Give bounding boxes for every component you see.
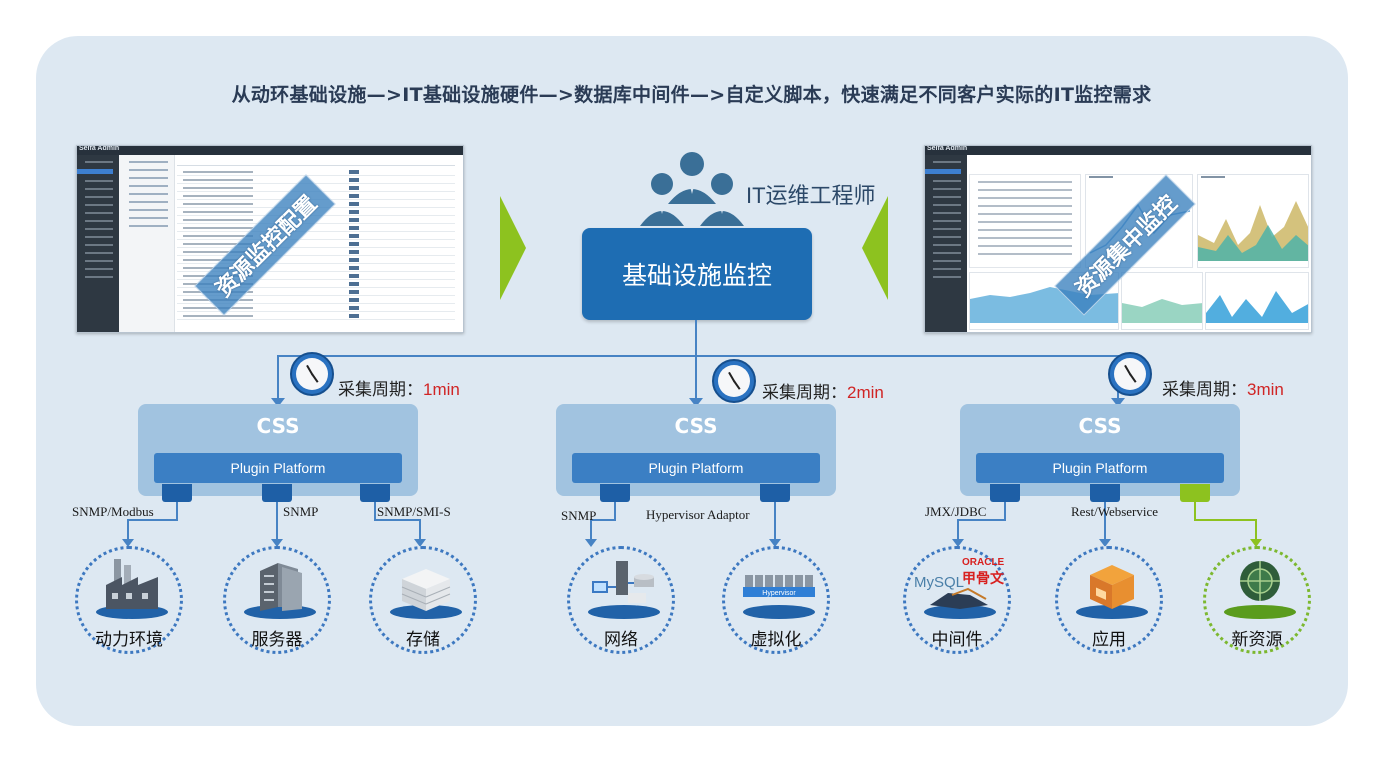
protocol-label: Rest/Webservice	[1071, 504, 1159, 519]
cycle-value: 1min	[423, 380, 460, 399]
storage-icon	[401, 569, 451, 611]
resource-label: 网络	[604, 630, 638, 649]
plugin-label: Plugin Platform	[648, 460, 744, 476]
protocol-label: JMX/JDBC	[925, 504, 987, 519]
css-label: CSS	[256, 414, 300, 438]
plugin-platform: Plugin Platform	[154, 453, 402, 483]
core-label: 基础设施监控	[621, 262, 772, 290]
clock-icon	[290, 352, 334, 396]
platform-base	[924, 605, 996, 619]
cycle-label: 采集周期：	[338, 380, 423, 399]
plugin-port	[360, 484, 390, 502]
resource-middleware: MySQL ORACLE 甲骨文 中间件	[903, 546, 1011, 654]
dashboard-chart-e	[1206, 291, 1308, 323]
resource-label: 中间件	[931, 630, 983, 649]
clock-icon	[1108, 352, 1152, 396]
drop-line-2	[695, 355, 697, 405]
resource-new: 新资源	[1203, 546, 1311, 654]
cycle-label: 采集周期：	[1162, 380, 1247, 399]
plugin-port-extension	[1180, 484, 1210, 502]
platform-base	[743, 605, 815, 619]
factory-icon	[106, 559, 158, 609]
platform-base	[1076, 605, 1148, 619]
resource-label: 应用	[1092, 630, 1126, 649]
oracle-logo-text: ORACLE	[962, 557, 1005, 568]
protocol-label: SNMP/SMI-S	[377, 504, 451, 519]
arrowhead-1	[271, 398, 285, 407]
dashboard-chart-b	[1198, 201, 1308, 261]
hypervisor-text: Hypervisor	[762, 590, 796, 597]
drop-line-1	[277, 355, 279, 405]
plugin-label: Plugin Platform	[1052, 460, 1148, 476]
cycle-1: 采集周期：1min	[338, 375, 460, 400]
plugin-port	[262, 484, 292, 502]
css-label: CSS	[1078, 414, 1122, 438]
css-box-3: CSS Plugin Platform	[960, 404, 1240, 496]
resource-server: 服务器	[223, 546, 331, 654]
cycle-value: 2min	[847, 383, 884, 402]
resource-label: 虚拟化	[750, 630, 802, 649]
resource-virtualization: Hypervisor 虚拟化	[722, 546, 830, 654]
jiaxiangwen-logo-text: 甲骨文	[962, 570, 1005, 587]
protocol-label: SNMP	[283, 504, 319, 519]
plugin-port	[1090, 484, 1120, 502]
cycle-value: 3min	[1247, 380, 1284, 399]
plugin-port	[990, 484, 1020, 502]
css-box-1: CSS Plugin Platform	[138, 404, 418, 496]
cycle-label: 采集周期：	[762, 383, 847, 402]
left-green-arrow	[500, 196, 526, 300]
infrastructure-monitoring-box: 基础设施监控	[582, 228, 812, 320]
cycle-3: 采集周期：3min	[1162, 375, 1284, 400]
mysql-logo-text: MySQL	[914, 574, 964, 591]
arrowhead-3	[1111, 398, 1125, 407]
plugin-port	[162, 484, 192, 502]
hypervisor-icon: Hypervisor	[743, 575, 815, 597]
css-box-2: CSS Plugin Platform	[556, 404, 836, 496]
headline: 从动环基础设施—>IT基础设施硬件—>数据库中间件—>自定义脚本，快速满足不同客…	[231, 84, 1152, 106]
platform-base	[1224, 605, 1296, 619]
clock-icon	[712, 359, 756, 403]
resource-storage: 存储	[369, 546, 477, 654]
resource-label: 动力环境	[95, 630, 163, 649]
resource-label: 服务器	[251, 630, 303, 649]
plugin-platform: Plugin Platform	[572, 453, 820, 483]
server-icon	[260, 563, 302, 611]
database-logos-icon: MySQL ORACLE 甲骨文	[914, 557, 1005, 609]
resource-label: 存储	[406, 630, 440, 649]
resource-label: 新资源	[1231, 630, 1283, 649]
network-icon	[592, 561, 654, 603]
engineer-icon	[640, 152, 744, 226]
arrowhead-2	[689, 398, 703, 407]
plugin-platform: Plugin Platform	[976, 453, 1224, 483]
resource-network: 网络	[567, 546, 675, 654]
plugin-label: Plugin Platform	[230, 460, 326, 476]
cycle-2: 采集周期：2min	[762, 378, 884, 403]
right-green-arrow	[862, 196, 888, 300]
protocol-label: SNMP/Modbus	[72, 504, 154, 519]
new-resource-globe-icon	[1240, 561, 1280, 601]
distribution-bus	[277, 355, 1119, 357]
protocol-label: Hypervisor Adaptor	[646, 507, 750, 522]
css-label: CSS	[674, 414, 718, 438]
plugin-port	[760, 484, 790, 502]
engineer-label: IT运维工程师	[746, 183, 876, 208]
protocol-label: SNMP	[561, 508, 597, 523]
plugin-port	[600, 484, 630, 502]
resource-application: 应用	[1055, 546, 1163, 654]
dashboard-chart-d	[1122, 299, 1202, 323]
platform-base	[390, 605, 462, 619]
platform-base	[588, 605, 660, 619]
application-box-icon	[1090, 565, 1134, 609]
resource-power-environment: 动力环境	[75, 546, 183, 654]
core-down-line	[695, 320, 697, 356]
